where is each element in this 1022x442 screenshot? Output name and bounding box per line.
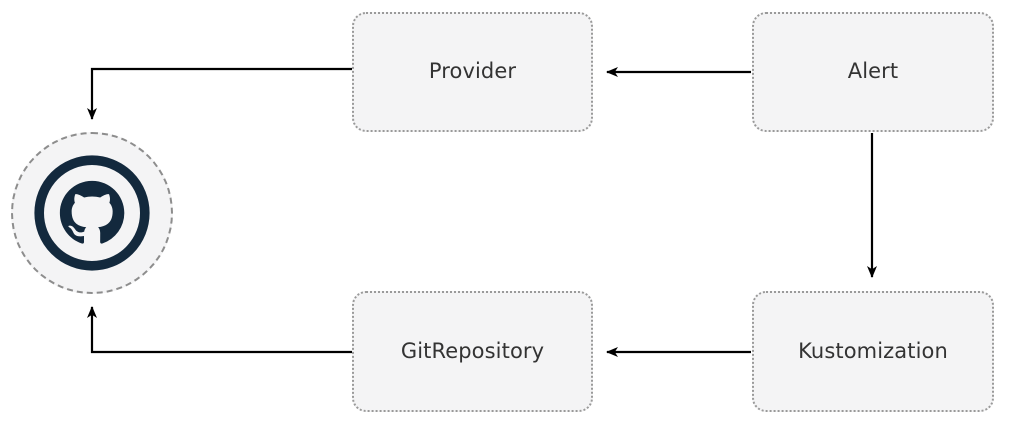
node-kustomization-label: Kustomization <box>798 338 948 363</box>
node-gitrepository[interactable]: GitRepository <box>352 291 593 412</box>
edge-gitrepository-to-github <box>87 306 352 354</box>
edge-provider-to-github <box>87 67 352 120</box>
node-alert-label: Alert <box>847 59 899 84</box>
node-provider[interactable]: Provider <box>352 12 593 132</box>
github-icon <box>34 155 150 271</box>
node-provider-label: Provider <box>428 59 517 84</box>
node-github[interactable] <box>11 132 173 294</box>
node-kustomization[interactable]: Kustomization <box>752 291 994 412</box>
node-alert[interactable]: Alert <box>752 12 994 132</box>
node-gitrepository-label: GitRepository <box>400 338 545 363</box>
